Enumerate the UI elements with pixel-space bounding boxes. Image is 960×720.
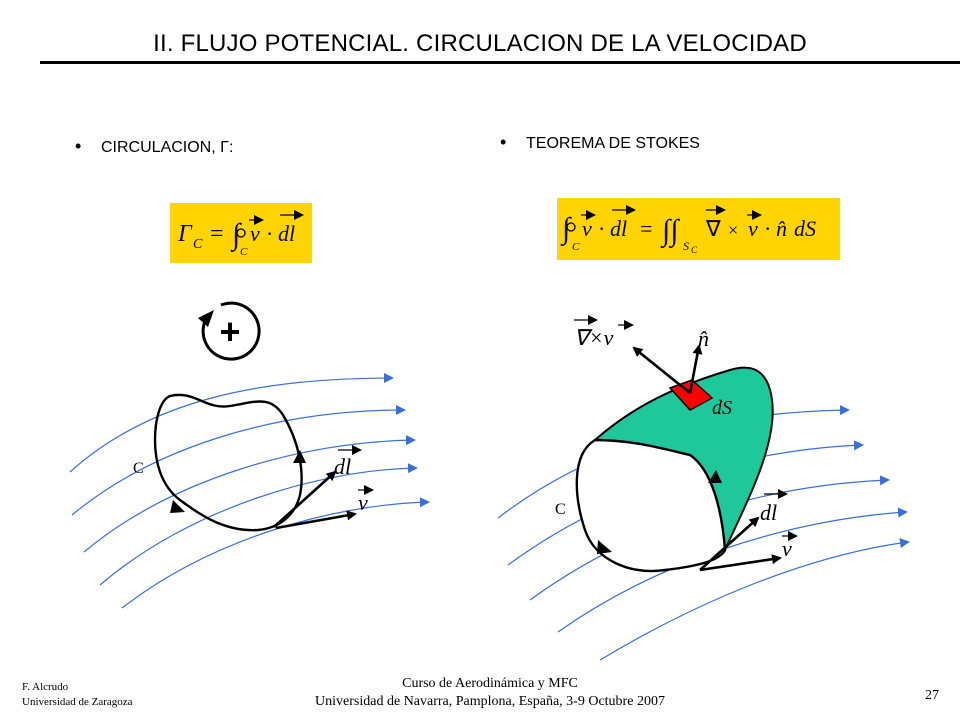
- circulation-formula-box: [170, 203, 312, 263]
- normal-vector: [688, 344, 703, 394]
- circulation-formula: Γ C = ∫ C v · dl: [177, 210, 304, 258]
- page-number: 27: [925, 688, 939, 703]
- curl-vector: [632, 346, 691, 395]
- formula-int-sub: C: [240, 246, 248, 258]
- bullet-dot: •: [75, 136, 82, 156]
- svg-text:=: =: [640, 216, 652, 241]
- formula-integral: ∫: [230, 218, 242, 253]
- svg-text:dl: dl: [610, 216, 627, 241]
- svg-text:·: ·: [764, 216, 771, 241]
- bullet-stokes-text: TEOREMA DE STOKES: [526, 135, 700, 152]
- v-vector: [275, 510, 357, 530]
- footer-course: Curso de Aerodinámica y MFC Universidad …: [280, 675, 700, 711]
- bullet-dot: •: [500, 132, 507, 152]
- ds-label: dS: [712, 397, 732, 419]
- slide-title: II. FLUJO POTENCIAL. CIRCULACION DE LA V…: [153, 30, 807, 57]
- curve-label-c: C: [133, 460, 144, 477]
- orientation-indicator: +: [198, 301, 261, 361]
- dl-label-right: dl: [760, 500, 777, 525]
- formula-v: v: [250, 221, 260, 246]
- svg-text:v: v: [582, 216, 592, 241]
- formula-gamma: Γ: [177, 221, 193, 247]
- curl-label: ∇×v: [574, 325, 614, 350]
- footer-course-name: Curso de Aerodinámica y MFC: [402, 676, 578, 691]
- svg-text:C: C: [691, 245, 698, 255]
- title-rule: [40, 61, 960, 64]
- formula-equals: =: [210, 221, 224, 247]
- bullet-circulacion-text: CIRCULACION, Γ:: [101, 139, 234, 156]
- svg-text:·: ·: [266, 221, 273, 246]
- plus-sign: +: [219, 311, 240, 352]
- bullet-stokes: • TEOREMA DE STOKES: [500, 132, 700, 153]
- svg-text:∫∫: ∫∫: [660, 214, 680, 249]
- normal-label: n̂: [698, 326, 709, 351]
- svg-text:S: S: [683, 239, 689, 253]
- stokes-surface: dS C: [555, 366, 774, 573]
- svg-text:C: C: [572, 241, 580, 253]
- dl-vector: [273, 470, 337, 528]
- footer-author: F. Alcrudo Universidad de Zaragoza: [22, 680, 133, 710]
- footer-author-name: F. Alcrudo: [22, 681, 69, 693]
- footer-venue: Universidad de Navarra, Pamplona, España…: [315, 694, 665, 709]
- ds-patch: [668, 379, 714, 411]
- stokes-formula-box: [557, 198, 840, 260]
- left-vectors: dl v: [273, 445, 374, 530]
- stokes-formula: ∫ C v · dl = ∫∫ S C ∇ × v · n̂ dS: [560, 205, 816, 255]
- dl-vector-right: [699, 516, 760, 571]
- svg-text:∇: ∇: [705, 216, 721, 241]
- footer-institution: Universidad de Zaragoza: [22, 696, 133, 708]
- left-curve-c: C: [133, 393, 306, 532]
- svg-text:n̂: n̂: [776, 216, 787, 241]
- svg-text:×: ×: [728, 220, 738, 240]
- svg-text:dS: dS: [794, 216, 816, 241]
- right-curl-normal: ∇×v n̂: [574, 315, 709, 395]
- v-vector-right: [699, 554, 782, 572]
- svg-text:·: ·: [598, 216, 605, 241]
- svg-text:v: v: [748, 216, 758, 241]
- v-label: v: [358, 490, 368, 515]
- left-streamlines: [69, 373, 430, 609]
- curve-label-c-right: C: [555, 501, 566, 518]
- bullet-circulacion: • CIRCULACION, Γ:: [75, 136, 233, 157]
- dl-label: dl: [334, 454, 351, 479]
- formula-dl: dl: [278, 221, 295, 246]
- formula-sub-c: C: [193, 237, 203, 252]
- right-vectors: dl v: [699, 489, 798, 572]
- v-label-right: v: [782, 536, 792, 561]
- svg-text:∫: ∫: [560, 212, 572, 247]
